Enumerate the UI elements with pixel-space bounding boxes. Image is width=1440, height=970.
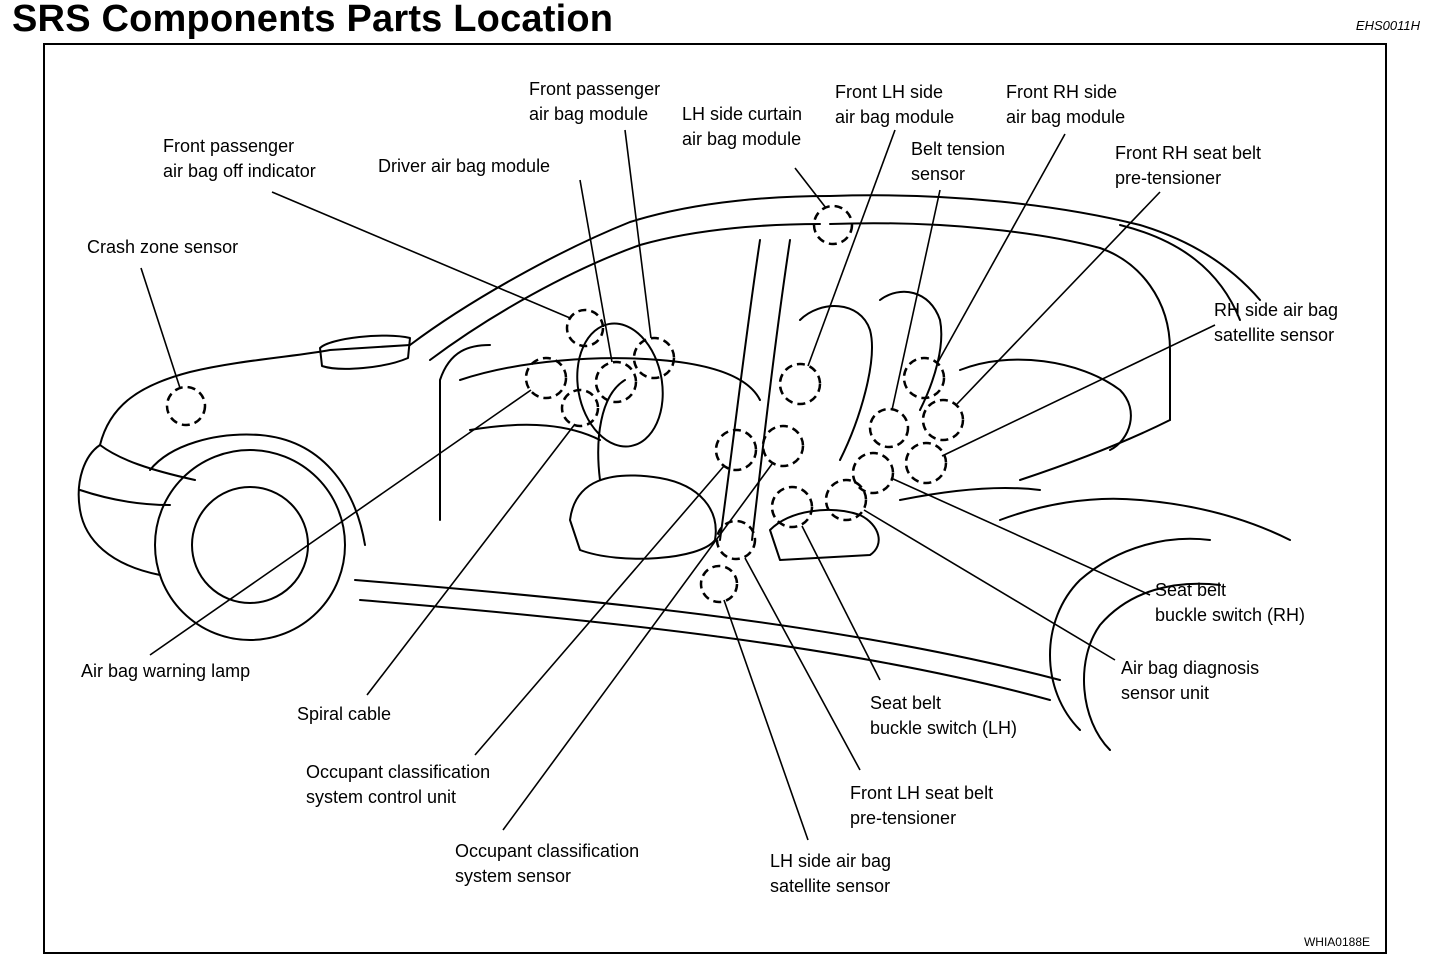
front-rh-pretensioner-marker (921, 398, 965, 442)
a-pillar (409, 195, 831, 346)
label-front-lh-seat-belt-pre-tensioner: Front LH seat belt pre-tensioner (850, 783, 994, 828)
label-lh-side-air-bag-satellite-sensor: LH side air bag satellite sensor (770, 851, 892, 896)
label-front-passenger-air-bag-module: Front passenger air bag module (529, 79, 661, 124)
label-front-rh-side-air-bag-module: Front RH side air bag module (1006, 82, 1126, 127)
label-rh-side-air-bag-satellite-sensor: RH side air bag satellite sensor (1214, 300, 1339, 345)
label-spiral-cable: Spiral cable (297, 704, 392, 724)
steering-wheel (576, 322, 664, 448)
c-pillar (1099, 247, 1171, 421)
label-seat-belt-buckle-switch-lh: Seat belt buckle switch (LH) (870, 693, 1018, 738)
rear-wheel (1049, 537, 1211, 731)
belt-tension-sensor-marker (868, 407, 910, 449)
label-front-rh-seat-belt-pre-tensioner: Front RH seat belt pre-tensioner (1115, 143, 1262, 188)
label-lh-side-curtain-air-bag-module: LH side curtain air bag module (682, 104, 803, 149)
front-rh-side-air-bag-marker (902, 356, 946, 400)
label-crash-zone-sensor: Crash zone sensor (87, 237, 239, 257)
side-mirror (319, 334, 411, 370)
rh-satellite-sensor-marker (904, 441, 948, 485)
front-passenger-air-bag-module-marker (632, 336, 676, 380)
b-pillar (719, 239, 761, 541)
seat-belt-buckle-rh-marker (851, 451, 895, 495)
front-bumper (77, 444, 161, 576)
figure-code: WHIA0188E (1303, 935, 1370, 949)
front-wheel (154, 449, 346, 641)
front-lh-side-air-bag-marker (778, 362, 822, 406)
driver-air-bag-module-marker (594, 360, 638, 404)
air-bag-off-indicator-marker (565, 308, 605, 348)
air-bag-diagnosis-unit-marker (824, 478, 868, 522)
air-bag-warning-lamp-marker (524, 356, 568, 400)
page-title: SRS Components Parts Location (12, 0, 614, 40)
lh-side-curtain-marker (812, 204, 854, 246)
headlamp (99, 444, 196, 481)
label-driver-air-bag-module: Driver air bag module (378, 156, 551, 176)
label-belt-tension-sensor: Belt tension sensor (911, 139, 1006, 184)
label-seat-belt-buckle-switch-rh: Seat belt buckle switch (RH) (1155, 580, 1306, 625)
passenger-seat (799, 305, 873, 461)
label-front-lh-side-air-bag-module: Front LH side air bag module (835, 82, 955, 127)
figure-frame (43, 43, 1387, 954)
document-code: EHS0011H (1355, 18, 1420, 33)
crash-zone-sensor-marker (165, 385, 207, 427)
ocs-sensor-marker (761, 424, 805, 468)
spiral-cable-marker (560, 388, 600, 428)
rocker-panel (354, 579, 1061, 681)
driver-seat (569, 474, 717, 560)
label-air-bag-diagnosis-sensor-unit: Air bag diagnosis sensor unit (1121, 658, 1260, 703)
label-air-bag-warning-lamp: Air bag warning lamp (81, 661, 251, 681)
hood-outline (99, 344, 411, 446)
ocs-control-unit-marker (714, 428, 758, 472)
label-occupant-classification-system-sensor: Occupant classification system sensor (455, 841, 640, 886)
label-occupant-classification-system-control-unit: Occupant classification system control u… (306, 762, 491, 807)
roof-line (829, 194, 1261, 301)
seat-belt-buckle-lh-marker (770, 485, 814, 529)
dashboard (459, 357, 761, 401)
lh-satellite-sensor-marker (699, 564, 739, 604)
rear-seat (959, 358, 1132, 451)
label-front-passenger-air-bag-off-indicator: Front passenger air bag off indicator (163, 136, 316, 181)
